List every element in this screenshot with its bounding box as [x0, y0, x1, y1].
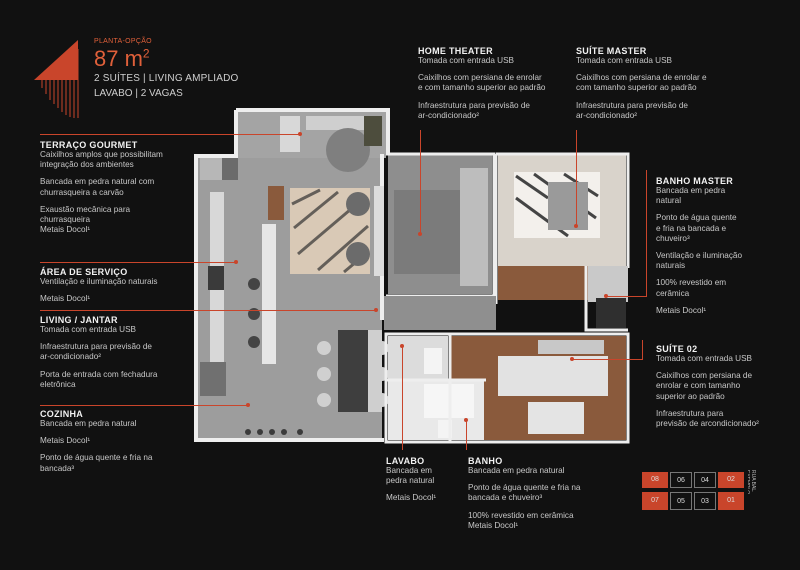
unit-08: 08 [642, 472, 668, 488]
unit-02: 02 [718, 472, 744, 488]
marker-servico [234, 260, 238, 264]
floor-plan [188, 108, 636, 446]
unit-05: 05 [670, 492, 692, 510]
leader-banho [466, 420, 467, 450]
section-terraco: TERRAÇO GOURMET Caixilhos amplos que pos… [40, 140, 190, 235]
unit-01: 01 [718, 492, 744, 510]
plan-feature-1: 2 SUÍTES | LIVING AMPLIADO [94, 73, 239, 84]
leader-suite02 [572, 359, 642, 360]
section-cozinha: COZINHA Bancada em pedra natural Metais … [40, 409, 153, 473]
marker-suite02 [570, 357, 574, 361]
marker-banho-master [604, 294, 608, 298]
unit-03: 03 [694, 492, 716, 510]
plan-subtitle: PLANTA-OPÇÃO [94, 38, 152, 45]
section-servico: ÁREA DE SERVIÇO Ventilação e iluminação … [40, 267, 158, 304]
key-plan: 08 06 04 02 07 05 03 01 [642, 470, 746, 512]
plan-area: 87 m2 [94, 46, 150, 71]
section-living: LIVING / JANTAR Tomada com entrada USB I… [40, 315, 158, 389]
marker-living [374, 308, 378, 312]
section-home-theater: HOME THEATER Tomada com entrada USB Caix… [418, 46, 546, 120]
section-banho-master: BANHO MASTER Bancada em pedra natural Po… [656, 176, 743, 315]
leader-lavabo [402, 346, 403, 450]
leader-suite02-v [642, 340, 643, 360]
section-title: TERRAÇO GOURMET [40, 140, 138, 150]
section-banho: BANHO Bancada em pedra natural Ponto de … [468, 456, 581, 530]
leader-banho-master-v [646, 170, 647, 297]
section-lavabo: LAVABO Bancada em pedra natural Metais D… [386, 456, 437, 503]
leader-banho-master [606, 296, 646, 297]
plan-feature-2: LAVABO | 2 VAGAS [94, 88, 183, 99]
unit-07: 07 [642, 492, 668, 510]
marker-terraco [298, 132, 302, 136]
marker-banho [464, 418, 468, 422]
leader-terraco [40, 134, 300, 135]
marker-cozinha [246, 403, 250, 407]
leader-home [420, 130, 421, 234]
leader-cozinha [40, 405, 248, 406]
leader-servico [40, 262, 236, 263]
unit-04: 04 [694, 472, 716, 488]
section-suite-02: SUÍTE 02 Tomada com entrada USB Caixilho… [656, 344, 759, 429]
marker-suite-master [574, 224, 578, 228]
marker-home [418, 232, 422, 236]
leader-living [40, 310, 376, 311]
marker-lavabo [400, 344, 404, 348]
unit-06: 06 [670, 472, 692, 488]
key-plan-side-label: RUA BAL. EXEMPLO [748, 470, 756, 495]
section-suite-master: SUÍTE MASTER Tomada com entrada USB Caix… [576, 46, 707, 120]
stripes-logo [34, 38, 80, 118]
leader-suite-master [576, 130, 577, 226]
